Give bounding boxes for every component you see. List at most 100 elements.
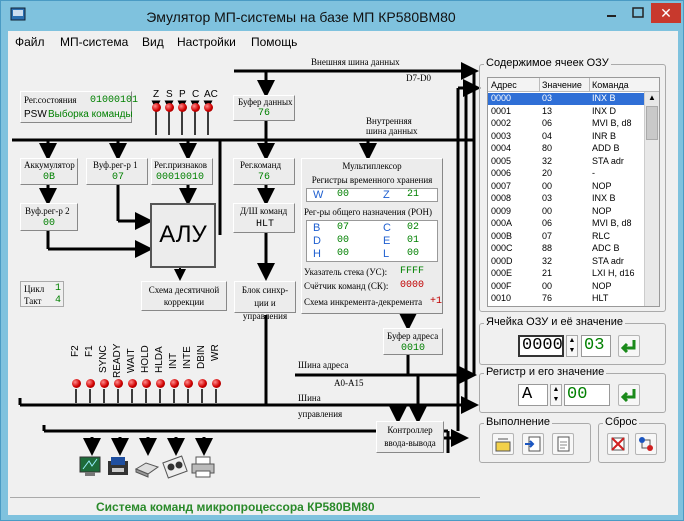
ram-cell-value: 07 (542, 230, 553, 241)
run-button[interactable] (492, 433, 514, 455)
buffer-register-1[interactable]: Вуф.рег-р 1 07 (86, 158, 148, 185)
flags-register[interactable]: Рег.признаков 00010010 (151, 158, 213, 185)
decimal-correction[interactable]: Схема десятичной коррекции (141, 281, 227, 311)
register-apply-button[interactable] (618, 384, 640, 406)
register-h-value[interactable]: 00 (337, 248, 350, 259)
ram-apply-button[interactable] (618, 335, 640, 357)
ram-scrollbar[interactable]: ▲ (644, 92, 659, 306)
close-button[interactable]: ✕ (651, 3, 681, 23)
ram-header-address[interactable]: Адрес (491, 80, 517, 90)
ram-cell-command: STA adr (592, 155, 624, 166)
command-register[interactable]: Рег.команд 76 (233, 158, 295, 185)
register-d-value[interactable]: 00 (337, 235, 350, 246)
ram-cell-value: 13 (542, 105, 553, 116)
ram-cell-address: 0006 (491, 168, 512, 178)
ram-header-value[interactable]: Значение (542, 80, 582, 90)
signal-dbin-led (198, 379, 207, 388)
signal-ready-label: READY (112, 343, 123, 378)
status-text: Выборка команды (48, 109, 133, 120)
ram-cell-title: Ячейка ОЗУ и её значение (484, 316, 625, 328)
menu-mp-system[interactable]: МП-система (60, 35, 129, 49)
register-d-name: D (313, 235, 321, 247)
status-register-label: Рег.состояния (24, 95, 77, 105)
menu-file[interactable]: Файл (15, 35, 45, 49)
reset-memory-button[interactable] (607, 433, 629, 455)
disk-drive-icon[interactable] (134, 455, 160, 479)
reset-cpu-button[interactable] (635, 433, 657, 455)
signal-wait-led (128, 379, 137, 388)
cycle-step-button[interactable] (552, 433, 574, 455)
data-buffer[interactable]: Буфер данных 76 (233, 95, 295, 121)
status-register[interactable]: Рег.состояния 01000101 PSW Выборка коман… (20, 91, 138, 123)
ram-cell-value: 20 (542, 168, 553, 178)
ram-address-spinner[interactable]: ▲▼ (566, 335, 578, 357)
reset-group-title: Сброс (603, 416, 639, 428)
ram-header-command[interactable]: Команда (592, 80, 629, 90)
ram-value-field[interactable]: 03 (581, 335, 611, 357)
buffer-register-2[interactable]: Вуф.рег-р 2 00 (20, 203, 78, 231)
register-value-field[interactable]: 00 (564, 384, 610, 406)
register-select[interactable]: A (518, 384, 548, 406)
register-z-value[interactable]: 21 (407, 189, 420, 200)
menu-settings[interactable]: Настройки (177, 35, 236, 49)
register-w-value[interactable]: 00 (337, 189, 350, 200)
address-buffer-label: Буфер адреса (387, 331, 439, 341)
alu[interactable]: АЛУ (150, 203, 216, 268)
register-e-value[interactable]: 01 (407, 235, 420, 246)
monitor-icon[interactable] (78, 455, 104, 479)
ram-cell-command: ADC B (592, 243, 620, 253)
step-button[interactable] (522, 433, 544, 455)
signal-wait-label: WAIT (126, 348, 137, 373)
io-controller[interactable]: Контроллер ввода-вывода (376, 421, 444, 453)
scroll-thumb[interactable] (646, 106, 658, 140)
register-b-value[interactable]: 07 (337, 222, 350, 233)
printer-icon[interactable] (190, 455, 216, 479)
gpr-title: Рег-ры общего назначения (РОН) (304, 207, 433, 217)
tape-drive-icon[interactable] (162, 455, 188, 479)
accumulator-label: Аккумулятор (24, 160, 75, 170)
accumulator[interactable]: Аккумулятор 0B (20, 158, 78, 185)
ram-group-title: Содержимое ячеек ОЗУ (484, 57, 611, 69)
ram-cell-command: RLC (592, 230, 611, 241)
ram-cell-value: 04 (542, 130, 553, 141)
signal-wr-label: WR (210, 344, 221, 361)
register-c-value[interactable]: 02 (407, 222, 420, 233)
scroll-up-icon[interactable]: ▲ (648, 93, 656, 102)
data-buffer-value: 76 (258, 108, 271, 119)
register-spinner[interactable]: ▲▼ (550, 384, 562, 406)
ram-cell-value: 76 (542, 293, 553, 303)
command-register-value: 76 (258, 172, 271, 183)
address-buffer[interactable]: Буфер адреса 0010 (383, 328, 443, 355)
maximize-button[interactable] (625, 3, 651, 23)
command-decoder[interactable]: Д/Ш команд HLT (233, 203, 295, 233)
stack-pointer-value[interactable]: FFFF (400, 266, 425, 277)
floppy-drive-icon[interactable] (106, 455, 132, 479)
register-l-value[interactable]: 00 (407, 248, 420, 259)
menu-help[interactable]: Помощь (251, 35, 298, 49)
sync-control-block[interactable]: Блок синхр-ции и управления (234, 281, 296, 321)
program-counter-value[interactable]: 0000 (400, 280, 425, 291)
minimize-button[interactable] (598, 3, 624, 23)
ram-address-field[interactable]: 0000 (518, 335, 564, 357)
ram-cell-value: 00 (542, 180, 553, 191)
footer-bar: Система команд микропроцессора КР580ВМ80 (10, 497, 480, 515)
menu-view[interactable]: Вид (142, 35, 164, 49)
